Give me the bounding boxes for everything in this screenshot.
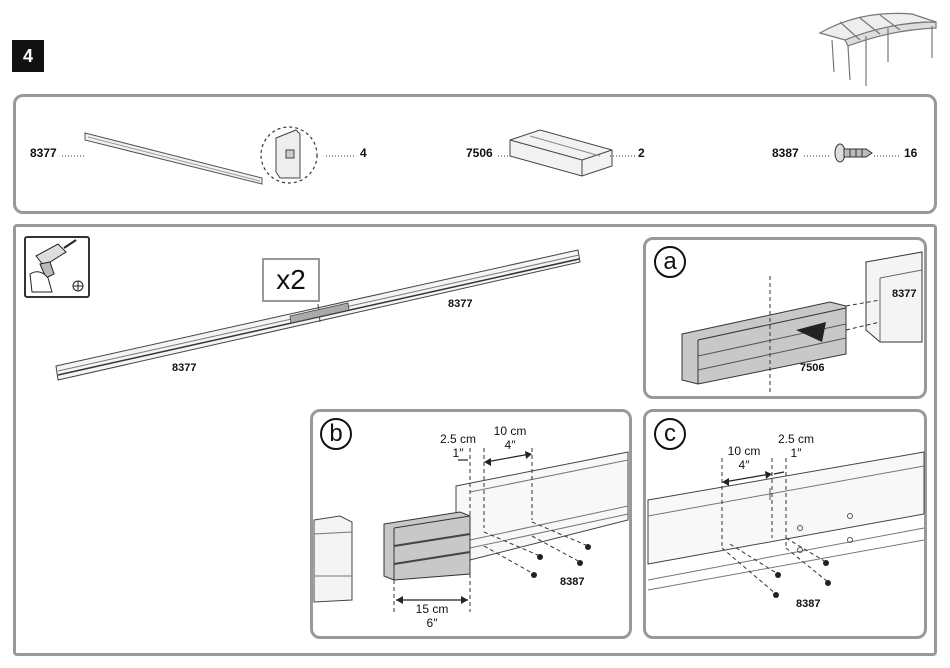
detail-a-letter: a xyxy=(654,246,686,278)
detail-b-letter-text: b xyxy=(329,420,342,448)
rail-label-upper: 8377 xyxy=(448,298,472,310)
dim-metric: 10 cm xyxy=(488,424,532,438)
part-code-8387: 8387 xyxy=(772,146,799,160)
dim-metric: 2.5 cm xyxy=(774,432,818,446)
detail-a-rail-label: 8377 xyxy=(892,288,916,300)
part-qty-7506: 2 xyxy=(638,146,645,160)
detail-b-screw-label: 8387 xyxy=(560,576,584,588)
multiplier-label: x2 xyxy=(276,264,306,296)
dim-imperial: 6″ xyxy=(410,616,454,630)
detail-c-letter-text: c xyxy=(664,420,676,448)
dim-imperial: 4″ xyxy=(722,458,766,472)
part-qty-8377: 4 xyxy=(360,146,367,160)
dim-metric: 2.5 cm xyxy=(436,432,480,446)
part-qty-8387: 16 xyxy=(904,146,917,160)
drill-tool-box xyxy=(24,236,90,298)
drill-icon xyxy=(26,238,88,296)
detail-b-letter: b xyxy=(320,418,352,450)
step-number-badge: 4 xyxy=(12,40,44,72)
multiplier-box: x2 xyxy=(262,258,320,302)
detail-a-connector-label: 7506 xyxy=(800,362,824,374)
dim-metric: 15 cm xyxy=(410,602,454,616)
dim-metric: 10 cm xyxy=(722,444,766,458)
dim-imperial: 1″ xyxy=(436,446,480,460)
dim-imperial: 1″ xyxy=(774,446,818,460)
step-number: 4 xyxy=(23,46,33,67)
detail-c-screw-label: 8387 xyxy=(796,598,820,610)
part-code-8377: 8377 xyxy=(30,146,57,160)
rail-label-lower: 8377 xyxy=(172,362,196,374)
detail-a-letter-text: a xyxy=(663,248,676,276)
dim-imperial: 4″ xyxy=(488,438,532,452)
part-code-7506: 7506 xyxy=(466,146,493,160)
detail-c-letter: c xyxy=(654,418,686,450)
